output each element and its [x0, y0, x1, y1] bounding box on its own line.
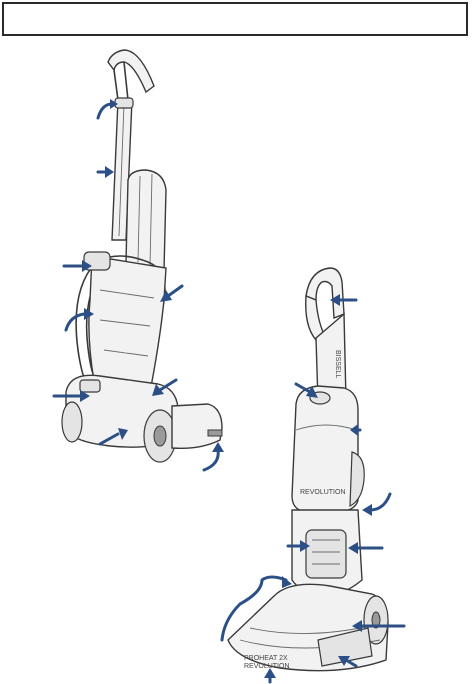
- callout-tank-latch: [166, 284, 184, 298]
- right-tank: [291, 385, 359, 513]
- right-vacuum-illustration: BISSELL REVOLUTION PROHEAT 2X REVOLUTION: [227, 267, 389, 672]
- right-handle-grip: [305, 267, 345, 320]
- callout-hose: [64, 312, 86, 332]
- left-tank-body: [125, 169, 167, 271]
- right-tank-seam: [295, 424, 357, 431]
- callout-cord-head: [118, 428, 128, 440]
- callout-right-front-head: [264, 668, 276, 678]
- callout-foot-pedal-head: [80, 390, 90, 402]
- left-wheel-hub: [153, 425, 167, 447]
- callout-right-nozzle-head: [352, 620, 362, 632]
- callout-nozzle-head: [212, 442, 224, 452]
- left-callouts: [52, 99, 224, 472]
- right-clean-tank: [305, 529, 347, 579]
- callout-handle-clip-head: [110, 99, 118, 109]
- callout-right-clean-tank-head: [300, 540, 310, 552]
- right-nozzle-window: [317, 627, 373, 667]
- callout-base-latch: [158, 378, 178, 392]
- right-clean-tank-lines: [312, 539, 340, 565]
- left-nozzle-tab: [207, 429, 223, 437]
- right-callouts: [220, 294, 406, 684]
- header-box: [2, 2, 468, 36]
- left-vacuum-illustration: [61, 49, 223, 463]
- callout-right-latch: [368, 492, 392, 512]
- left-rear-wheel-left: [61, 401, 83, 443]
- callout-right-wheel-head: [338, 656, 350, 666]
- right-handle-brand: BISSELL: [334, 350, 341, 379]
- right-base-brand: PROHEAT 2X: [244, 655, 288, 662]
- callout-tank-latch-head: [160, 290, 172, 302]
- left-handle-grip: [107, 49, 155, 94]
- callout-right-wheel: [344, 658, 358, 668]
- left-nozzle: [171, 403, 223, 450]
- callout-handle-clip: [96, 102, 114, 120]
- left-tank-lines: [137, 173, 153, 267]
- callout-right-hose-head: [282, 576, 292, 588]
- callout-tool-holder-head: [82, 260, 92, 272]
- left-handle-grip-inner: [113, 61, 129, 101]
- right-wheel-hub: [371, 611, 381, 629]
- right-side-latch: [349, 451, 365, 507]
- callout-right-cap: [294, 382, 312, 394]
- right-base-sub: REVOLUTION: [244, 663, 290, 670]
- left-main-body: [88, 255, 167, 393]
- callout-right-cap-head: [306, 386, 318, 398]
- left-foot-pedal: [79, 379, 101, 393]
- callout-nozzle: [202, 448, 220, 472]
- callout-right-handle-head: [330, 294, 340, 306]
- left-tube-shade: [118, 103, 125, 237]
- callout-right-latch-head: [362, 504, 372, 516]
- callout-cord: [98, 432, 120, 446]
- callout-right-hose: [220, 575, 288, 642]
- left-handle-clip: [114, 97, 134, 109]
- callout-handle-tube-head: [105, 166, 114, 178]
- left-body-ribs: [99, 289, 155, 357]
- callout-base-latch-head: [152, 384, 164, 396]
- right-tank-label: REVOLUTION: [300, 489, 346, 496]
- callout-right-tank-head: [350, 424, 358, 436]
- callout-hose-head: [84, 308, 94, 320]
- callout-right-body-head: [348, 542, 358, 554]
